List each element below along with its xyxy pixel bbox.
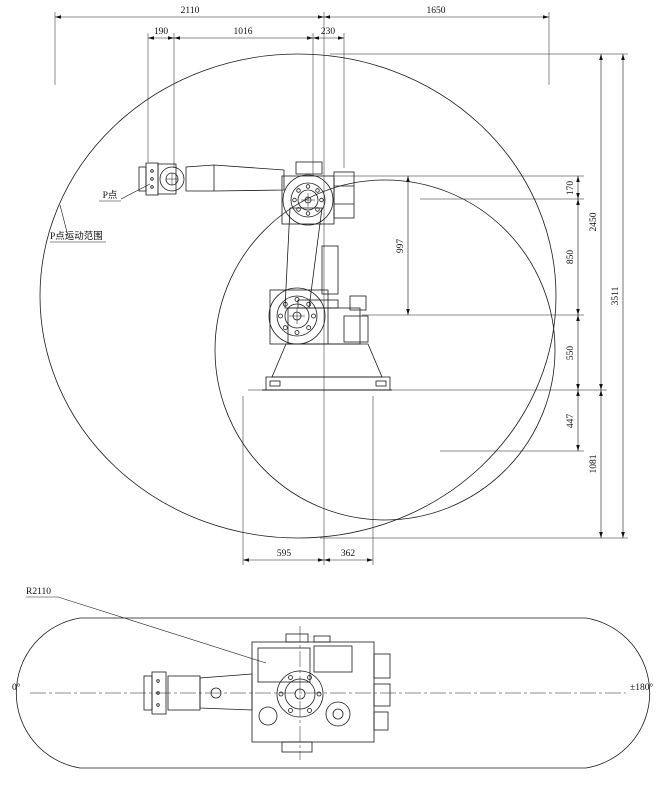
- angle-zero-label: 0°: [12, 682, 21, 693]
- dim-850-label: 850: [566, 250, 576, 265]
- robot-plan-view: [143, 633, 391, 753]
- dim-2110-label: 2110: [181, 6, 200, 16]
- dim-190-label: 190: [154, 27, 169, 37]
- extension-lines: [54, 12, 628, 565]
- annotation-p-range: P点运动范围: [50, 204, 106, 243]
- dim-595-label: 595: [277, 549, 292, 559]
- work-envelope: [39, 53, 557, 539]
- dim-447-label: 447: [566, 414, 576, 429]
- envelope-outer-curve: [39, 53, 557, 539]
- robot-side-view: [138, 161, 392, 391]
- annotation-p-point: P点: [99, 183, 151, 202]
- plan-envelope: [15, 617, 651, 769]
- elbow-bolt-circle: [292, 184, 324, 216]
- dimensions: 2110 1650 190 1016 230 170 850 550 447 2…: [55, 6, 625, 562]
- dim-3511-label: 3511: [611, 286, 621, 305]
- annotation-radius: R2110: [26, 587, 267, 664]
- dim-362-label: 362: [341, 549, 356, 559]
- plan-view: 0° ±180° R2110: [12, 587, 653, 769]
- dim-230-label: 230: [321, 27, 336, 37]
- radius-label: R2110: [26, 587, 51, 597]
- dim-1016-label: 1016: [234, 27, 253, 37]
- dim-170-label: 170: [566, 181, 576, 196]
- p-range-label: P点运动范围: [50, 230, 103, 242]
- dim-997-label: 997: [396, 239, 406, 254]
- dim-1081-label: 1081: [589, 454, 599, 473]
- dim-1650-label: 1650: [427, 6, 446, 16]
- p-point-label: P点: [103, 190, 118, 201]
- side-view: 2110 1650 190 1016 230 170 850 550 447 2…: [39, 6, 628, 565]
- envelope-inner-curve: [214, 179, 556, 521]
- dim-550-label: 550: [566, 346, 576, 361]
- plan-bolt-circle: [278, 675, 322, 713]
- dim-2450-label: 2450: [589, 212, 599, 231]
- angle-180-label: ±180°: [630, 682, 653, 693]
